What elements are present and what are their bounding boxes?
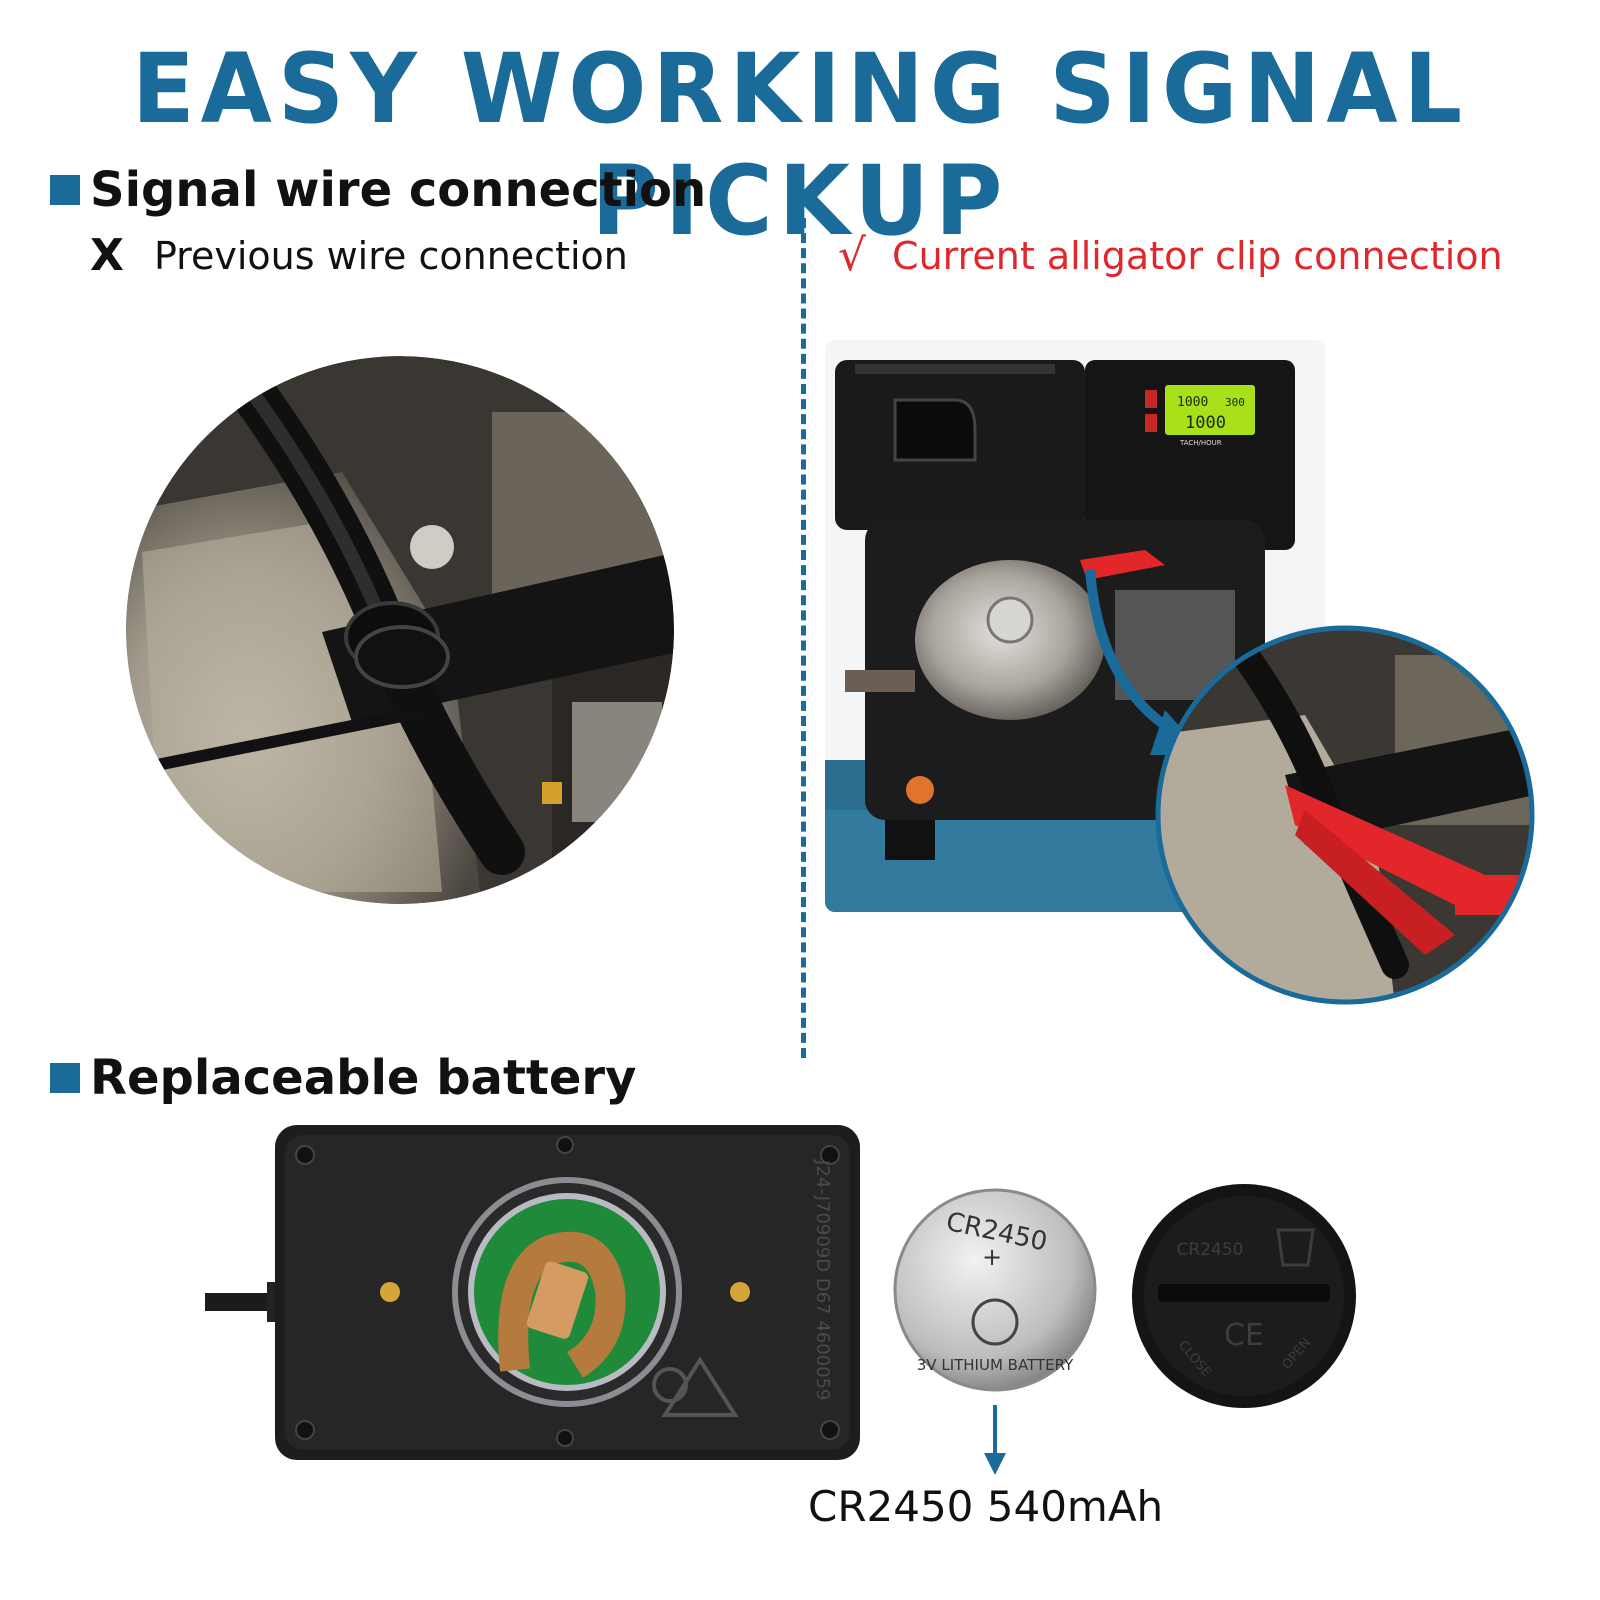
current-connection-row: √ Current alligator clip connection xyxy=(838,230,1503,281)
meter-lcd xyxy=(1165,385,1255,435)
current-connection-label: Current alligator clip connection xyxy=(892,233,1503,278)
meter-set-button-icon xyxy=(1145,414,1157,432)
page-title: EASY WORKING SIGNAL PICKUP xyxy=(131,32,1469,258)
current-clip-engine-photo: 1000 300 1000 TACH/HOUR xyxy=(825,340,1325,912)
tachometer-back-photo: J24-J70909D D67 4600059 xyxy=(205,1125,860,1460)
battery-section-heading: Replaceable battery xyxy=(50,1050,636,1106)
battery-spec-label: CR2450 540mAh xyxy=(808,1482,1164,1531)
section-bullet-icon xyxy=(50,175,80,205)
meter-brand: TACH/HOUR xyxy=(1179,439,1222,447)
signal-section-heading: Signal wire connection xyxy=(50,162,706,218)
bin-disposal-icon xyxy=(1276,1228,1315,1267)
coin-plus: + xyxy=(982,1243,1002,1271)
device-serial: J24-J70909D D67 4600059 xyxy=(812,1159,833,1401)
battery-heading-text: Replaceable battery xyxy=(90,1050,637,1106)
recycle-person-icon xyxy=(971,1298,1019,1346)
clip-zoom-photo xyxy=(1155,625,1535,1005)
coin-ring-text: 3V LITHIUM BATTERY xyxy=(917,1356,1074,1374)
previous-wire-photo xyxy=(124,354,676,906)
meter-line1-right: 300 xyxy=(1225,396,1245,409)
check-mark-icon: √ xyxy=(838,230,867,281)
signal-heading-text: Signal wire connection xyxy=(90,162,707,218)
coin-battery-photo: CR2450 + 3V LITHIUM BATTERY xyxy=(893,1188,1097,1392)
down-arrow-icon xyxy=(984,1405,1006,1475)
meter-line2: 1000 xyxy=(1185,413,1226,433)
ce-mark-icon: CE xyxy=(1224,1318,1264,1353)
battery-cap-photo: CR2450 CE CLOSE OPEN xyxy=(1132,1184,1356,1408)
section-divider xyxy=(801,218,806,1058)
previous-connection-label: Previous wire connection xyxy=(153,233,628,278)
cap-label: CR2450 xyxy=(1177,1240,1244,1260)
section-bullet-icon xyxy=(50,1063,80,1093)
meter-line1-left: 1000 xyxy=(1177,395,1208,410)
previous-connection-row: X Previous wire connection xyxy=(90,230,628,281)
meter-mode-button-icon xyxy=(1145,390,1157,408)
x-mark-icon: X xyxy=(90,230,124,281)
